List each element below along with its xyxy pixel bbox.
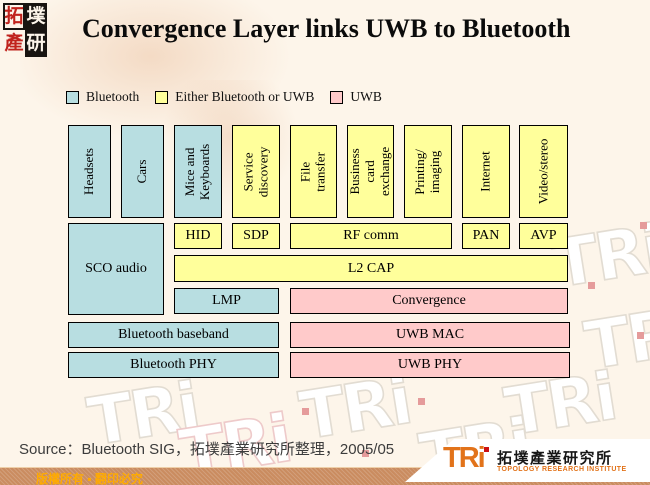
legend: Bluetooth Either Bluetooth or UWB UWB <box>66 89 382 105</box>
layer-box-bluetooth-phy: Bluetooth PHY <box>68 352 279 378</box>
layer-box-l2cap: L2 CAP <box>174 255 568 282</box>
app-box-label: Printing/ imaging <box>412 148 442 195</box>
app-box-label: Headsets <box>81 148 97 195</box>
layer-box-hid: HID <box>174 223 222 249</box>
seal-char: 研 <box>25 30 47 57</box>
watermark-dot <box>637 332 644 339</box>
layer-box-uwb-mac: UWB MAC <box>290 322 570 348</box>
tri-seal-logo: 拓 墣 產 研 <box>3 3 47 57</box>
watermark-dot <box>302 408 309 415</box>
legend-label: Bluetooth <box>86 89 140 104</box>
app-box-label: Video/stereo <box>535 138 551 205</box>
copyright-notice: 版權所有 ▪ 翻印必究 <box>36 472 143 485</box>
watermark-dot <box>588 282 595 289</box>
layer-box-uwb-phy: UWB PHY <box>290 352 570 378</box>
watermark-dot <box>418 398 425 405</box>
app-box-service-discovery: Service discovery <box>232 125 280 218</box>
seal-char: 產 <box>4 33 24 54</box>
app-box-printing-imaging: Printing/ imaging <box>404 125 452 218</box>
app-box-label: Service discovery <box>240 146 271 197</box>
layer-box-avp: AVP <box>519 223 568 249</box>
app-box-label: Cars <box>134 159 150 184</box>
app-box-label: Mice and Keyboards <box>182 143 213 200</box>
watermark-dot <box>640 222 647 229</box>
seal-char: 拓 <box>3 3 25 30</box>
tri-logo-dot <box>484 447 489 452</box>
layer-box-convergence: Convergence <box>290 288 568 314</box>
layer-box-sdp: SDP <box>232 223 280 249</box>
tri-watermark: TRi <box>579 291 650 386</box>
legend-item-uwb: UWB <box>330 89 382 105</box>
app-box-label: Internet <box>477 151 493 192</box>
layer-box-pan: PAN <box>462 223 510 249</box>
app-box-business-card-exchange: Business card exchange <box>347 125 394 218</box>
app-box-cars: Cars <box>121 125 164 218</box>
app-box-internet: Internet <box>462 125 510 218</box>
legend-label: UWB <box>350 89 382 104</box>
app-box-video-stereo: Video/stereo <box>519 125 568 218</box>
app-box-label: File transfer <box>297 151 328 192</box>
layer-box-sco-audio: SCO audio <box>68 223 164 315</box>
legend-swatch-uwb <box>330 90 344 104</box>
app-box-label: Business card exchange <box>347 146 392 197</box>
legend-item-bluetooth: Bluetooth <box>66 89 139 105</box>
layer-box-rfcomm: RF comm <box>290 223 452 249</box>
app-box-file-transfer: File transfer <box>290 125 337 218</box>
layer-box-bluetooth-baseband: Bluetooth baseband <box>68 322 279 348</box>
brand-name-chinese: 拓墣產業研究所 <box>497 451 613 467</box>
tri-logo-wordmark: TRi <box>443 442 486 474</box>
page-title: Convergence Layer links UWB to Bluetooth <box>82 14 571 43</box>
legend-label: Either Bluetooth or UWB <box>175 89 315 104</box>
legend-swatch-either <box>155 90 169 104</box>
app-box-mice-keyboards: Mice and Keyboards <box>174 125 222 218</box>
brand-name-english: TOPOLOGY RESEARCH INSTITUTE <box>497 466 627 473</box>
legend-swatch-bluetooth <box>66 90 79 104</box>
source-note: Source：Bluetooth SIG，拓墣產業研究所整理，2005/05 <box>19 441 395 458</box>
layer-box-lmp: LMP <box>174 288 279 314</box>
legend-item-either: Either Bluetooth or UWB <box>155 89 314 105</box>
app-box-headsets: Headsets <box>68 125 111 218</box>
seal-char: 墣 <box>25 3 47 30</box>
